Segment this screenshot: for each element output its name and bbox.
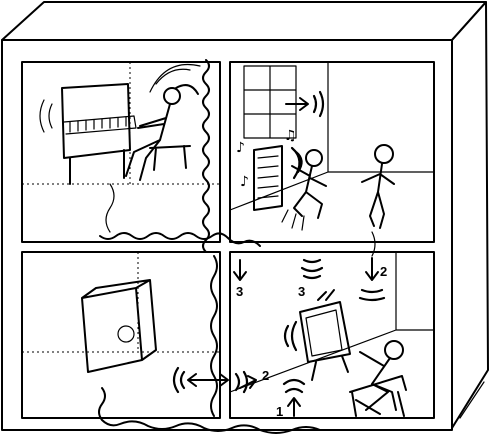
wall-sound-waves-left bbox=[172, 366, 186, 394]
dancer-head-icon bbox=[374, 144, 394, 164]
label-path-3-left: 3 bbox=[236, 284, 243, 299]
floor-transmission-path-upper bbox=[99, 232, 261, 247]
arrow-down-icon bbox=[365, 257, 379, 281]
piano-icon bbox=[61, 83, 131, 159]
wall-sound-waves-right bbox=[234, 370, 249, 394]
double-arrow-icon bbox=[187, 373, 229, 387]
piano-bench-icon bbox=[149, 145, 191, 171]
wall-sound-waves bbox=[312, 90, 325, 118]
ceiling-sound-waves bbox=[358, 288, 386, 302]
piano-sound-waves-up bbox=[149, 63, 201, 93]
speaker-sound-waves bbox=[290, 146, 303, 180]
music-note-icon: ♫ bbox=[284, 128, 297, 144]
room-top-right bbox=[229, 61, 435, 243]
piano-floor-path bbox=[105, 183, 115, 233]
music-note-icon: ♪ bbox=[236, 140, 245, 156]
music-note-icon: ♪ bbox=[240, 174, 249, 190]
tv-scene bbox=[283, 289, 407, 417]
piano-scene bbox=[39, 63, 201, 185]
airborne-sound-waves bbox=[282, 378, 306, 394]
room-bottom-right-perspective bbox=[229, 251, 435, 393]
footstep-marks bbox=[281, 209, 305, 231]
television-legs-antenna bbox=[311, 289, 349, 381]
tv-sound-waves bbox=[283, 320, 298, 352]
dancer-body-icon bbox=[291, 165, 327, 219]
viewer-body-icon bbox=[359, 351, 397, 411]
building-side-face bbox=[451, 1, 489, 429]
room-bottom-left-perspective bbox=[22, 252, 220, 353]
stereo-cabinet-icon bbox=[253, 145, 283, 211]
washing-machine-icon bbox=[81, 279, 157, 373]
transmission-paths bbox=[98, 59, 376, 434]
viewer-head-icon bbox=[384, 340, 404, 360]
room-bottom-left bbox=[21, 251, 221, 419]
arrow-right-icon bbox=[239, 375, 257, 389]
television-icon bbox=[299, 301, 351, 363]
chair-icon bbox=[349, 375, 407, 417]
room-bottom-right bbox=[229, 251, 435, 419]
label-path-2-upper: 2 bbox=[380, 264, 387, 279]
building-edge-stroke bbox=[459, 381, 485, 419]
pianist-head-icon bbox=[163, 87, 181, 105]
wall-transmission-path-lower bbox=[210, 255, 218, 417]
room-top-left bbox=[21, 61, 221, 243]
window-icon bbox=[243, 65, 297, 139]
label-path-1: 1 bbox=[276, 404, 283, 419]
label-path-2-lower: 2 bbox=[262, 368, 269, 383]
television-screen bbox=[305, 309, 343, 357]
stereo-shelves bbox=[257, 155, 279, 199]
arrow-up-icon bbox=[287, 397, 301, 417]
arrow-to-wall-icon bbox=[285, 97, 309, 111]
floor-sound-waves bbox=[300, 258, 324, 280]
piano-sound-waves-left bbox=[39, 99, 53, 133]
piano-legs bbox=[69, 149, 125, 185]
washer-door-icon bbox=[117, 325, 135, 343]
room-frames bbox=[21, 61, 435, 419]
label-path-3-right: 3 bbox=[298, 284, 305, 299]
building-front-face bbox=[1, 39, 453, 431]
dancer-floor-path bbox=[371, 231, 376, 257]
numbered-arrows: 3 3 2 2 1 bbox=[172, 257, 387, 419]
building-top-face bbox=[1, 1, 487, 41]
washer-scene bbox=[81, 279, 157, 373]
piano-keyboard bbox=[63, 115, 137, 135]
dancer-head-icon bbox=[305, 149, 323, 167]
stereo-scene: ♪ ♪ ♫ bbox=[236, 65, 395, 231]
floor-transmission-path-lower bbox=[98, 387, 321, 434]
dancer-body-icon bbox=[361, 163, 395, 229]
wall-transmission-path-vertical bbox=[202, 59, 210, 253]
pianist-hair bbox=[175, 84, 199, 95]
room-top-left-perspective bbox=[22, 62, 220, 185]
piano-keys bbox=[69, 116, 127, 133]
arrow-down-icon bbox=[233, 259, 247, 281]
pianist-body-icon bbox=[125, 103, 171, 181]
